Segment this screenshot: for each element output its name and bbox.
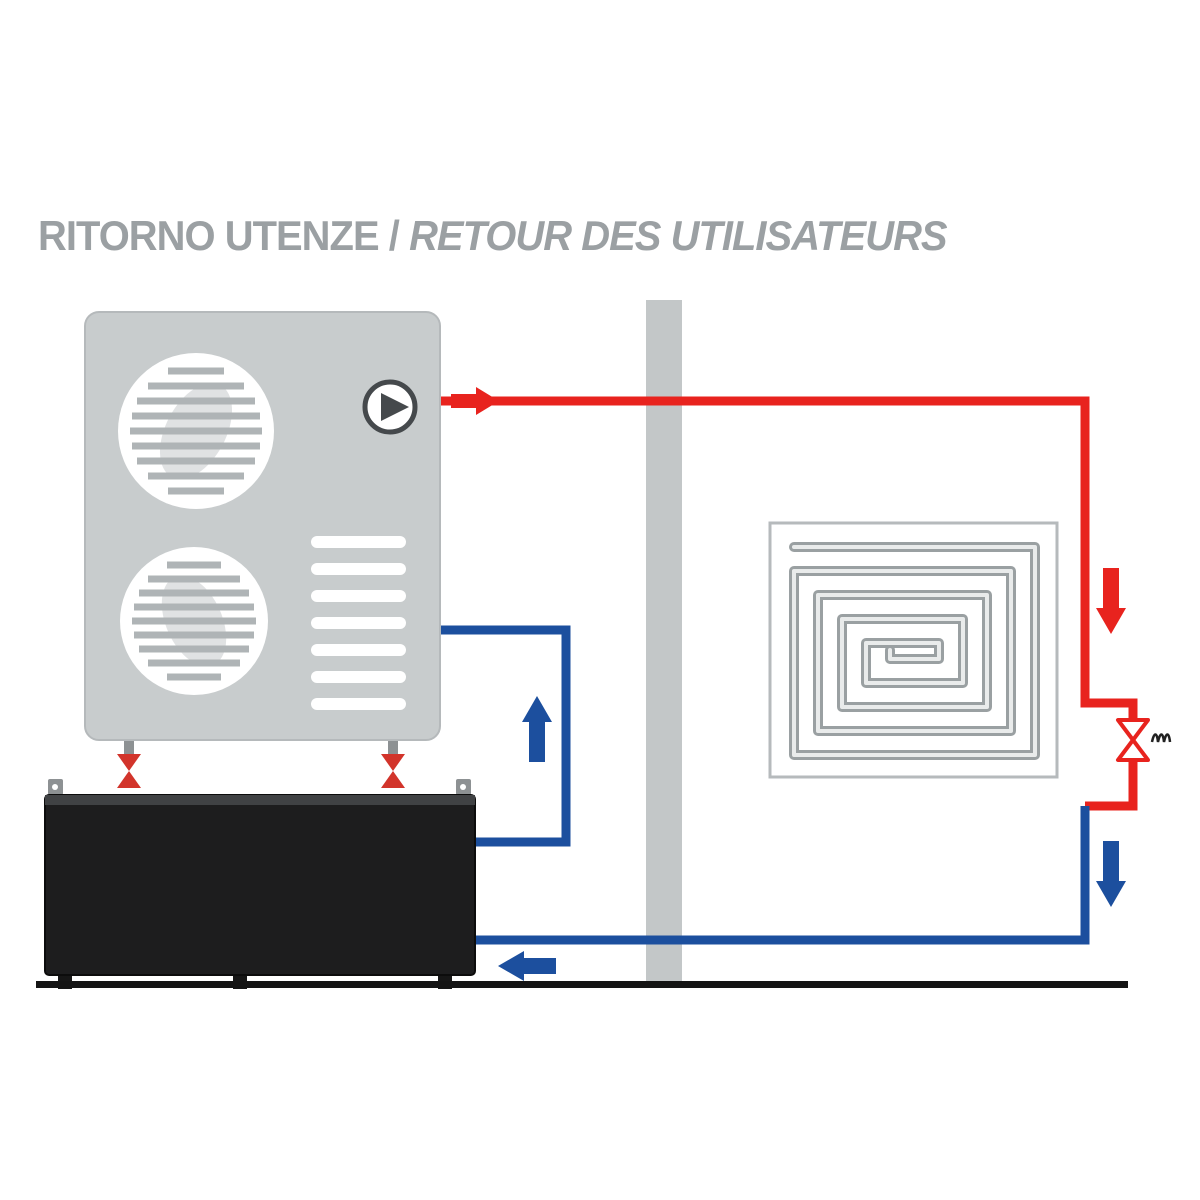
flow-arrow-right-icon [451, 387, 499, 415]
title-french: RETOUR DES UTILISATEURS [409, 212, 947, 259]
side-vent-grille [311, 536, 406, 710]
coil-pipe-icon [789, 542, 1040, 760]
ground-line [36, 981, 1128, 988]
heat-pump-outdoor-unit [84, 311, 441, 741]
circulator-pump-icon [362, 379, 418, 435]
vibration-mount [381, 741, 405, 788]
bracket-hole [52, 784, 58, 790]
supply-pipe-run [433, 396, 1138, 720]
return-pipe-unit [435, 625, 571, 847]
valve-actuator-icon [1150, 733, 1172, 743]
return-pipe-main [462, 806, 1090, 945]
coil-pipe-highlight [792, 545, 1037, 757]
floor-heating-coil [768, 521, 1059, 779]
cold-return-pipe [435, 625, 1090, 945]
valve-top-cone [1116, 718, 1150, 742]
vibration-mount [117, 741, 141, 788]
bracket-hole [460, 784, 466, 790]
flow-arrow-down-icon [1096, 841, 1126, 907]
title-italian: RITORNO UTENZE [38, 212, 380, 259]
fan-grille-icon [118, 353, 274, 509]
fan-grille-icon [120, 547, 268, 695]
coil-slab-outline [768, 521, 1059, 779]
check-valve-icon [1116, 718, 1172, 762]
tank-body [44, 794, 476, 976]
flow-arrow-left-icon [498, 951, 556, 981]
flow-arrow-down-icon [1096, 568, 1126, 634]
partition-wall [646, 300, 682, 983]
title-separator: / [378, 212, 410, 259]
flow-arrow-up-icon [522, 696, 552, 762]
diagram-title: RITORNO UTENZE / RETOUR DES UTILISATEURS [38, 212, 948, 260]
hot-supply-pipe [433, 396, 1138, 811]
supply-pipe-valve-outlet [1085, 760, 1138, 811]
buffer-tank-unit [44, 794, 476, 989]
tank-top-edge [45, 795, 475, 805]
valve-bottom-cone [1116, 738, 1150, 762]
